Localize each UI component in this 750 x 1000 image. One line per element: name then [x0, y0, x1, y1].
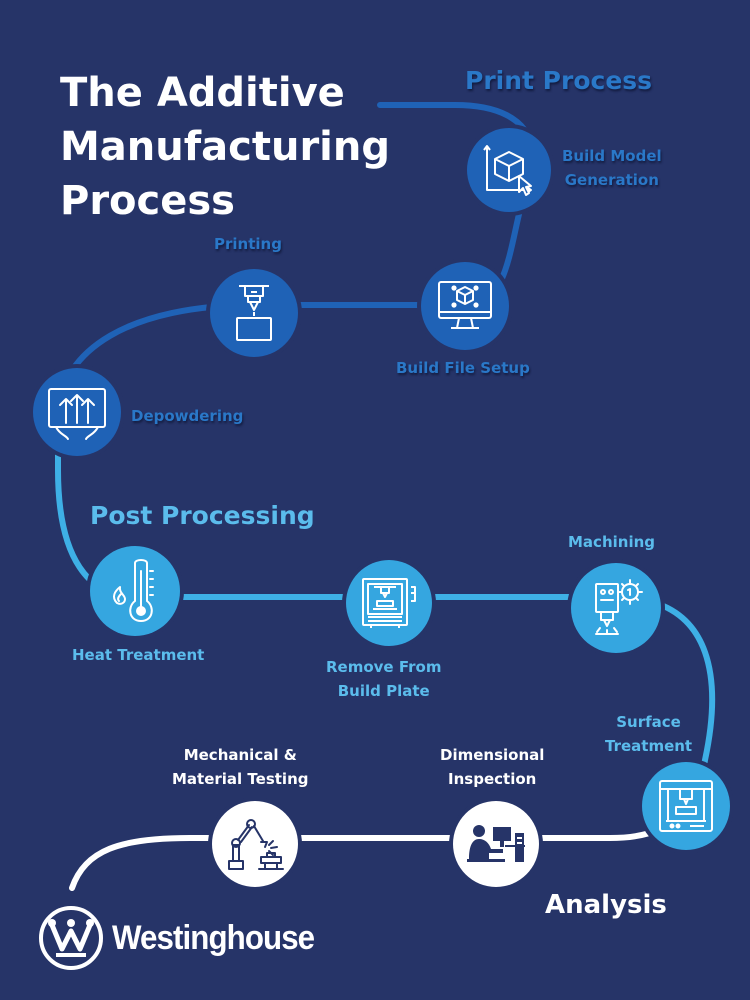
node-heat-treatment [90, 546, 180, 636]
label-build-file-setup: Build File Setup [396, 359, 530, 377]
person-computer-icon [467, 825, 525, 862]
build-chamber-icon [362, 578, 416, 628]
label-printing: Printing [214, 235, 282, 253]
node-remove-build-plate [346, 560, 432, 646]
printer-nozzle-icon [236, 285, 272, 341]
node-build-file-setup [421, 262, 509, 350]
title-line-3: Process [60, 178, 235, 224]
node-build-model [467, 128, 551, 212]
label-mechanical-testing: Mechanical & Material Testing [172, 746, 309, 788]
label-remove-build-plate: Remove From Build Plate [326, 658, 442, 700]
node-dimensional-inspection [453, 801, 539, 887]
node-mechanical-testing [212, 801, 298, 887]
westinghouse-logo: Westinghouse [38, 905, 332, 971]
monitor-cube-icon [438, 281, 492, 329]
title-line-2: Manufacturing [60, 124, 390, 170]
cnc-spindle-icon [595, 579, 643, 635]
label-build-model: Build Model Generation [562, 147, 662, 189]
airflow-arrows-icon [48, 388, 106, 440]
page-title: The Additive Manufacturing Process [60, 66, 390, 228]
node-depowdering [33, 368, 121, 456]
label-machining: Machining [568, 533, 655, 551]
title-line-1: The Additive [60, 70, 345, 116]
node-surface-treatment [642, 762, 730, 850]
section-print-process: Print Process [465, 66, 653, 95]
logo-wordmark: Westinghouse [112, 918, 315, 957]
thermometer-flame-icon [113, 559, 154, 622]
section-post-processing: Post Processing [90, 501, 315, 530]
node-machining [571, 563, 661, 653]
label-dimensional-inspection: Dimensional Inspection [440, 746, 545, 788]
robot-arm-icon [228, 819, 284, 870]
label-heat-treatment: Heat Treatment [72, 646, 205, 664]
section-analysis: Analysis [545, 890, 667, 920]
cube-cursor-icon [483, 145, 532, 196]
machine-frame-icon [659, 780, 713, 832]
label-depowdering: Depowdering [131, 407, 244, 425]
path-analysis-segment [69, 802, 688, 891]
westinghouse-circle-w-logo [39, 906, 103, 970]
node-printing [210, 269, 298, 357]
label-surface-treatment: Surface Treatment [605, 713, 693, 755]
